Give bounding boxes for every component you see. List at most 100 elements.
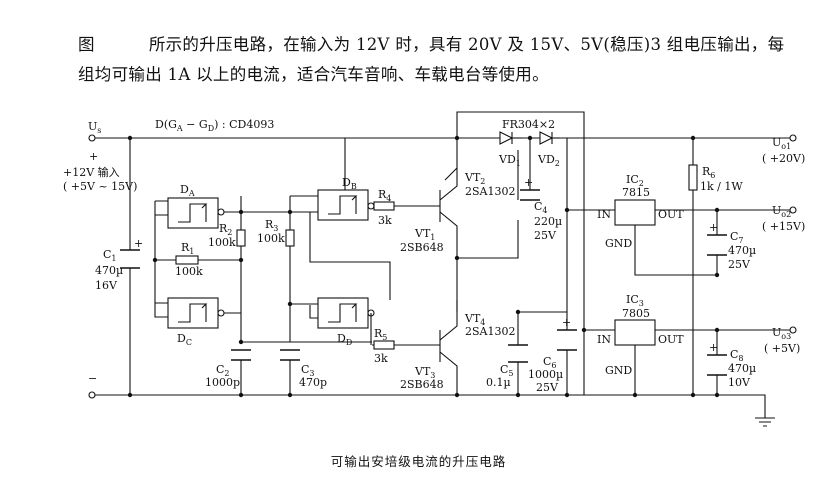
label-VD1: VD1 [498, 153, 521, 168]
label-R3: R3 [265, 218, 278, 233]
label-Uo1: Uo1 [772, 136, 791, 151]
label-C7: C7 [730, 230, 744, 245]
value-R3: 100k [257, 232, 285, 245]
capacitor-C5 [508, 344, 528, 363]
label-C8: C8 [730, 348, 744, 363]
input-label-us: Us [88, 120, 101, 135]
capacitor-C2 [231, 349, 251, 361]
uo2-terminal [789, 206, 797, 214]
input-minus-sign: − [88, 372, 97, 385]
value-R6: 1k / 1W [700, 180, 743, 193]
label-IC2: IC2 [626, 173, 644, 188]
part-VT3: 2SB648 [400, 378, 444, 391]
value-C3: 470p [299, 376, 327, 389]
part-VT2: 2SA1302 [465, 185, 515, 198]
label-R6: R6 [702, 165, 715, 180]
value-R5: 3k [374, 352, 388, 365]
pin-in-IC2: IN [597, 208, 611, 221]
value-Uo2: ( +15V) [762, 220, 805, 233]
uo1-terminal [789, 134, 797, 142]
label-VT4: VT4 [464, 312, 485, 327]
value-R1: 100k [175, 265, 203, 278]
regulator-IC3 [614, 319, 656, 346]
value-C5: 0.1µ [486, 376, 511, 389]
diode-VD1 [499, 131, 522, 145]
value-Uo3: ( +5V) [764, 342, 800, 355]
label-DB: DB [342, 176, 357, 191]
value-C4-volt: 25V [534, 229, 557, 242]
input-minus-terminal [88, 391, 96, 399]
polarity-C6: + [562, 316, 571, 329]
input-voltage-label: +12V 输入 [63, 165, 120, 179]
polarity-C7: + [709, 221, 718, 234]
input-plus-sign: + [89, 150, 98, 163]
value-C6-cap: 1000µ [528, 368, 563, 381]
gate-DB [317, 189, 375, 221]
capacitor-C3 [280, 349, 300, 361]
pin-out-IC3: OUT [658, 333, 684, 346]
ground-icon [755, 417, 775, 427]
description-line-2: 组均可输出 1A 以上的电流，适合汽车音响、车载电台等使用。 [78, 65, 549, 84]
label-VT1: VT1 [414, 227, 435, 242]
label-VD2: VD2 [537, 153, 560, 168]
label-C4: C4 [534, 200, 548, 215]
label-C3: C3 [301, 363, 315, 378]
label-C5: C5 [500, 363, 514, 378]
part-VT4: 2SA1302 [465, 325, 515, 338]
label-R4: R4 [378, 188, 391, 203]
uo3-terminal [789, 326, 797, 334]
value-R4: 3k [378, 214, 392, 227]
label-Uo3: Uo3 [772, 326, 791, 341]
polarity-C4: + [524, 176, 533, 189]
value-C8-cap: 470µ [728, 362, 756, 375]
value-C8-volt: 10V [728, 376, 751, 389]
polarity-C1: + [134, 237, 143, 250]
capacitor-C8 [707, 354, 727, 376]
gate-DD [317, 297, 375, 345]
resistor-R6 [688, 164, 698, 191]
figure-label: 图 [78, 35, 95, 54]
capacitor-C4 [520, 189, 540, 201]
value-Uo1: ( +20V) [762, 152, 805, 165]
label-R2: R2 [219, 222, 232, 237]
diode-VD2 [539, 131, 560, 145]
label-VT3: VT3 [414, 365, 435, 380]
pin-out-IC2: OUT [658, 208, 684, 221]
label-VT2: VT2 [464, 171, 485, 186]
capacitor-C6 [557, 329, 577, 351]
label-R5: R5 [374, 327, 387, 342]
label-Uo2: Uo2 [772, 204, 791, 219]
label-DA: DA [180, 183, 195, 198]
label-DD: DD [337, 332, 352, 347]
pin-in-IC3: IN [597, 333, 611, 346]
resistor-R5 [373, 340, 395, 350]
description-text: 图所示的升压电路，在输入为 12V 时，具有 20V 及 15V、5V(稳压)3… [78, 30, 826, 90]
terminals [88, 134, 797, 399]
label-C2: C2 [216, 363, 230, 378]
input-plus-terminal [88, 134, 96, 142]
part-IC3: 7805 [622, 307, 650, 320]
value-C7-cap: 470µ [728, 244, 756, 257]
value-R2: 100k [208, 236, 236, 249]
capacitor-C1 [120, 249, 140, 269]
regulator-IC2 [614, 199, 656, 226]
part-VT1: 2SB648 [400, 241, 444, 254]
value-C1-cap: 470µ [95, 264, 123, 277]
value-C1-volt: 16V [95, 279, 118, 292]
value-C6-volt: 25V [536, 381, 559, 394]
ic-family-label: D(GA − GD) : CD4093 [155, 118, 274, 133]
label-C1: C1 [103, 248, 117, 263]
value-C7-volt: 25V [728, 258, 751, 271]
label-R1: R1 [181, 241, 194, 256]
resistor-R4 [373, 201, 395, 211]
label-DC: DC [177, 332, 192, 347]
value-C2: 1000p [205, 376, 240, 389]
pin-gnd-IC3: GND [605, 364, 632, 377]
value-C4-cap: 220µ [534, 215, 562, 228]
resistor-R1 [175, 255, 199, 265]
figure-caption: 可输出安培级电流的升压电路 [330, 454, 507, 469]
gate-DA [167, 197, 225, 229]
resistor-R3 [285, 229, 295, 247]
junctions [127, 135, 720, 398]
